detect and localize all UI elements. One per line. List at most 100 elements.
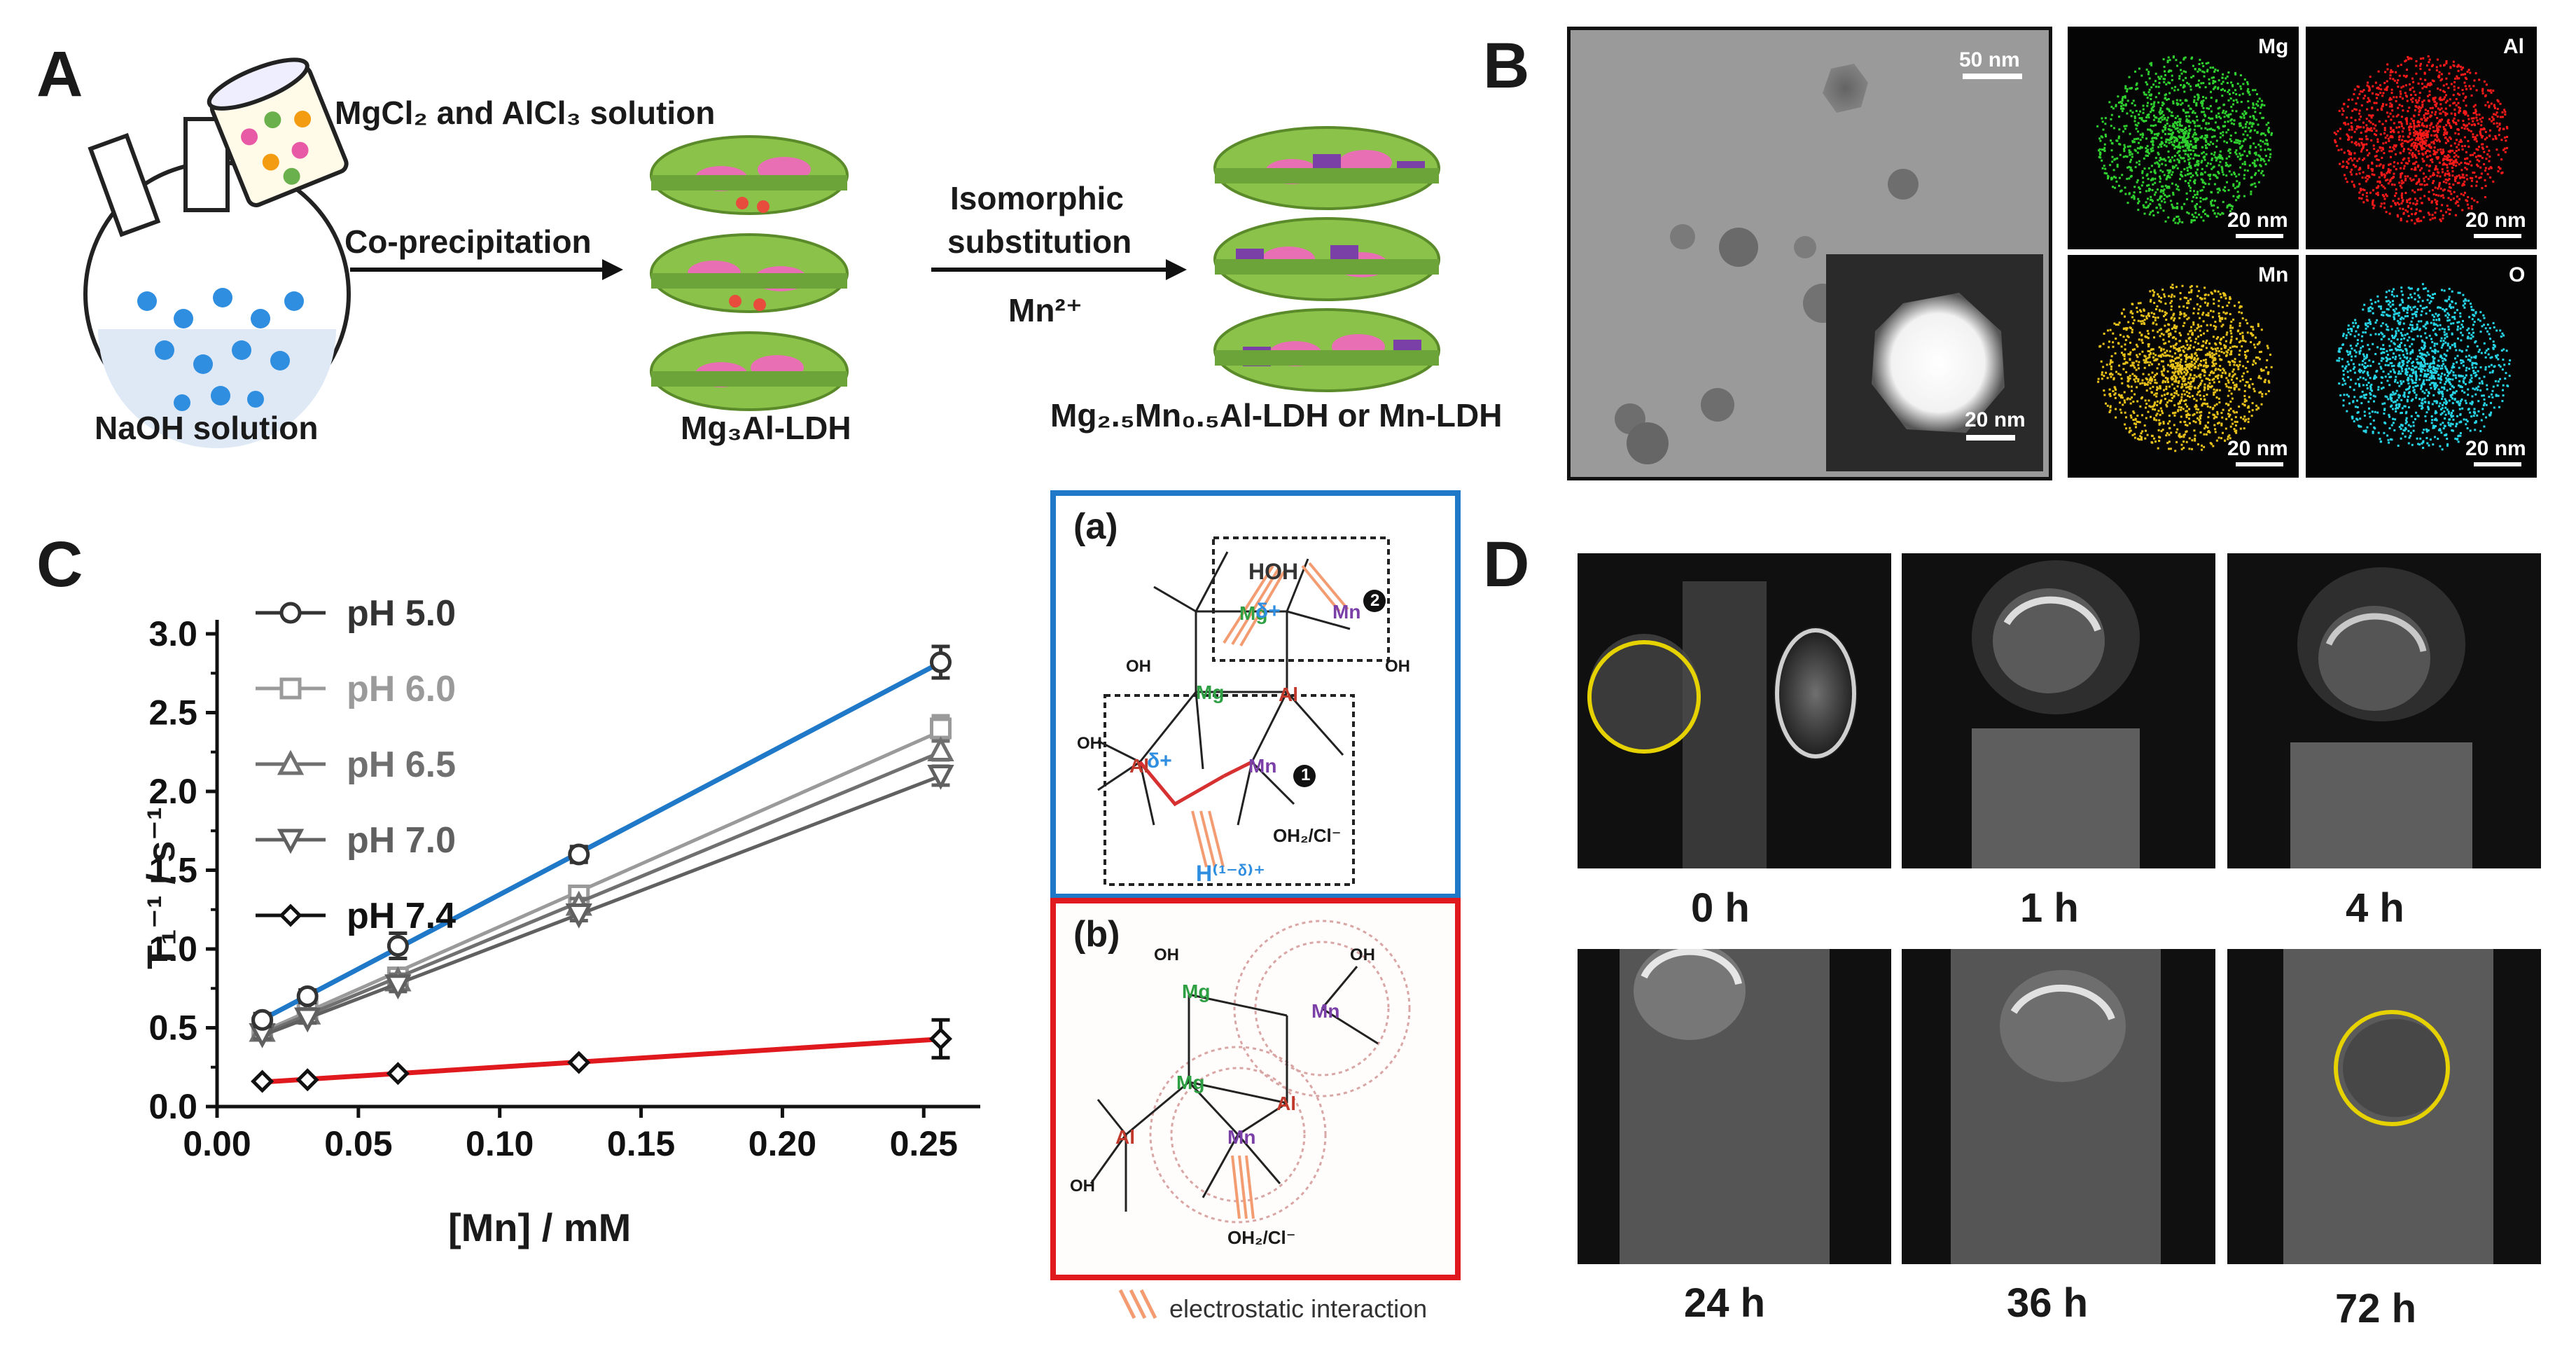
schematic-a-label: (a) [1073, 506, 1118, 547]
x-tick-label: 0.10 [466, 1124, 534, 1163]
legend-item: pH 7.0 [256, 820, 456, 861]
map-o-scale: 20 nm [2465, 437, 2526, 460]
legend-marker [279, 903, 302, 927]
schematic-a-structure [1097, 536, 1390, 886]
tem-particles [1615, 64, 1919, 464]
schematic-b-label: (b) [1073, 914, 1120, 955]
main-scale-bar [1963, 74, 2022, 79]
data-point [296, 985, 319, 1007]
b-oh-label-3: OH [1070, 1177, 1095, 1196]
data-point [927, 765, 954, 790]
x-tick-label: 0.05 [324, 1124, 392, 1163]
main-scale-label: 50 nm [1959, 48, 2020, 71]
data-point [929, 717, 952, 740]
chart-legend: pH 5.0 pH 6.0 pH 6.5 pH 7.0 pH 7.4 [256, 593, 456, 936]
panel-label-d: D [1483, 529, 1530, 600]
fit-line [261, 750, 942, 1036]
b-mn-label-1: Mn [1311, 1000, 1340, 1022]
map-mn-speckle [2097, 284, 2273, 452]
data-point [251, 1009, 274, 1031]
map-al-scale-bar [2474, 234, 2521, 238]
legend-item: pH 7.4 [256, 896, 456, 936]
data-point [251, 1069, 274, 1093]
oh-label-1: OH [1126, 657, 1151, 676]
y-tick-label: 0.0 [148, 1087, 197, 1126]
b-oh-label-1: OH [1154, 945, 1179, 964]
data-point [387, 935, 409, 957]
inset-scale-bar [1966, 435, 2015, 441]
mri-4h [2227, 553, 2541, 868]
flask-icon [83, 117, 351, 448]
electrostatic-legend-label: electrostatic interaction [1169, 1294, 1428, 1323]
mri-0h [1578, 553, 1891, 868]
mn-atom-label-1: Mn [1332, 601, 1361, 623]
inset-scale-label: 20 nm [1965, 408, 2026, 431]
legend-label: pH 7.4 [347, 896, 456, 936]
panel-label-c: C [36, 529, 83, 600]
series-pH-5_0 [251, 644, 952, 1031]
mg-atom-label-1: Mg [1239, 602, 1268, 624]
tem-inset: 20 nm [1826, 254, 2043, 471]
legend-marker [279, 602, 302, 624]
data-point [928, 1027, 953, 1051]
step2-line2: substitution [947, 223, 1132, 260]
map-al-element: Al [2503, 35, 2524, 58]
map-mn: Mn 20 nm [2068, 255, 2299, 478]
map-mg-element: Mg [2258, 35, 2289, 58]
delta-plus-label-2: δ+ [1147, 749, 1172, 773]
data-point [386, 1062, 410, 1086]
y-tick-label: 1.5 [148, 851, 197, 890]
proton-label: H⁽¹⁻ᵟ⁾⁺ [1196, 861, 1266, 886]
legend-item: pH 6.5 [256, 744, 456, 785]
ldh-stack-2-icon [1213, 126, 1440, 392]
product1-label: Mg₃Al-LDH [681, 410, 851, 446]
map-o: O 20 nm [2306, 255, 2537, 478]
legend-label: pH 5.0 [347, 593, 456, 634]
time-label-4h: 4 h [2346, 885, 2404, 931]
legend-label: pH 6.0 [347, 669, 456, 709]
al-atom-label-1: Al [1279, 684, 1298, 705]
step2-line1: Isomorphic [950, 180, 1124, 216]
x-tick-label: 0.15 [607, 1124, 675, 1163]
mri-36h [1902, 949, 2215, 1264]
data-point [384, 974, 412, 1000]
b-al-label-1: Al [1276, 1093, 1296, 1114]
oh-label-3: OH [1077, 734, 1102, 753]
oh-label-2: OH [1385, 657, 1410, 676]
mg-atom-label-2: Mg [1196, 681, 1225, 703]
tem-image: 20 nm 50 nm [1567, 27, 2052, 480]
panel-label-a: A [36, 39, 83, 110]
data-point [294, 1007, 321, 1033]
site-number-1: 1 [1301, 765, 1311, 784]
legend-marker [279, 677, 302, 700]
y-axis-label: T₁⁻¹ / s⁻¹ [139, 807, 183, 969]
product2-label: Mg₂.₅Mn₀.₅Al-LDH or Mn-LDH [1050, 397, 1503, 434]
fit-line [261, 729, 942, 1034]
legend-label: pH 6.5 [347, 744, 456, 785]
series-pH-7_0 [249, 764, 954, 1048]
map-mn-element: Mn [2258, 263, 2289, 286]
schematic-a-box: (a) HOH Mg δ+ Mn Mg Al Al δ+ Mn 1 2 OH O… [1050, 490, 1461, 899]
mri-1h [1902, 553, 2215, 868]
b-mn-label-2: Mn [1227, 1126, 1256, 1148]
al-atom-label-2: Al [1129, 755, 1149, 777]
map-mg: Mg 20 nm [2068, 27, 2299, 249]
legend-label: pH 7.0 [347, 820, 456, 861]
b-mg-label-2: Mg [1176, 1072, 1205, 1093]
x-tick-label: 0.25 [890, 1124, 958, 1163]
mri-72h [2227, 949, 2541, 1264]
data-point [565, 903, 592, 929]
b-mg-label-1: Mg [1182, 981, 1211, 1002]
b-al-label-2: Al [1115, 1126, 1135, 1148]
y-tick-label: 2.5 [148, 693, 197, 733]
mri-24h [1578, 949, 1891, 1264]
delta-plus-label-1: δ+ [1255, 600, 1281, 623]
legend-item: pH 6.0 [256, 669, 456, 709]
x-tick-label: 0.20 [749, 1124, 816, 1163]
map-al: Al 20 nm [2306, 27, 2537, 249]
y-tick-label: 3.0 [148, 614, 197, 653]
water-cl-label-a: OH₂/Cl⁻ [1273, 825, 1342, 846]
map-mn-scale-bar [2236, 462, 2283, 466]
